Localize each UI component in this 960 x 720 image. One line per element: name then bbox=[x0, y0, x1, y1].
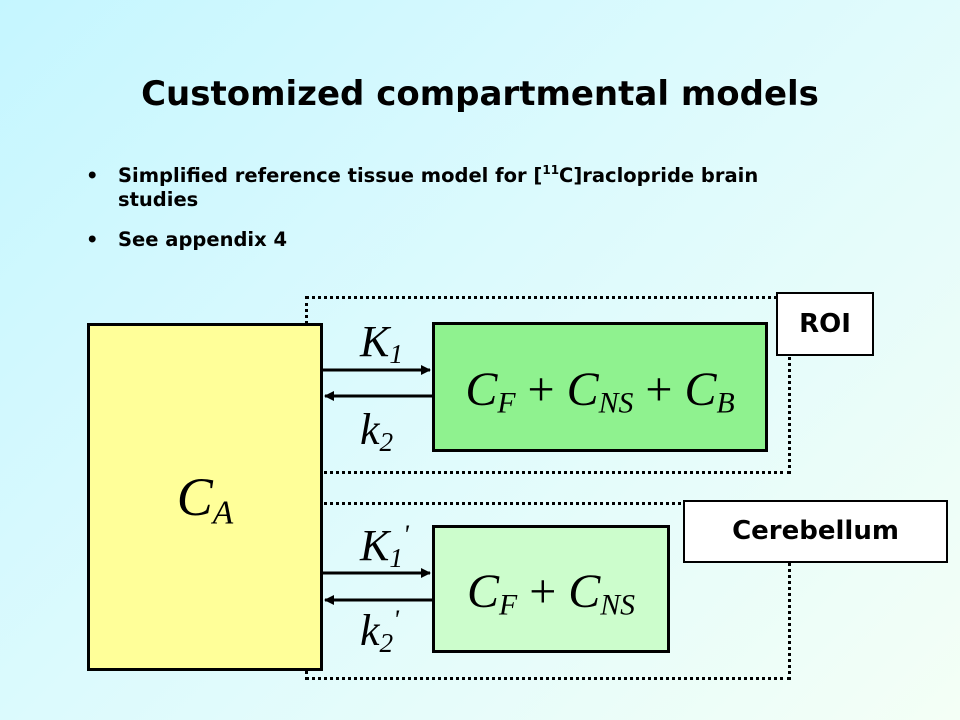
bullet-text-part1: Simplified reference tissue model for [ bbox=[118, 164, 543, 187]
bullet-text: See appendix 4 bbox=[118, 228, 288, 251]
bullet-list: • Simplified reference tissue model for … bbox=[86, 164, 786, 268]
roi-equation-term-subscript: F bbox=[497, 386, 516, 420]
cerebellum-equation-term: C bbox=[466, 565, 499, 618]
rate-k1-roi: K1 bbox=[360, 317, 403, 369]
roi-equation-term: C bbox=[566, 363, 599, 416]
cerebellum-equation: CF + CNS bbox=[432, 564, 670, 622]
roi-label: ROI bbox=[776, 292, 874, 356]
cerebellum-compartment bbox=[432, 525, 670, 653]
bullet-dot: • bbox=[86, 228, 99, 251]
cerebellum-equation-operator: + bbox=[517, 565, 569, 618]
slide-title: Customized compartmental models bbox=[141, 74, 819, 114]
cerebellum-equation-term-subscript: NS bbox=[600, 588, 635, 622]
roi-equation-term-subscript: NS bbox=[598, 386, 634, 420]
bullet-superscript: 11 bbox=[542, 163, 560, 177]
cerebellum-label: Cerebellum bbox=[683, 500, 948, 563]
roi-equation-term: C bbox=[465, 363, 498, 416]
roi-compartment bbox=[432, 322, 768, 452]
bullet-dot: • bbox=[86, 164, 99, 187]
bullet-text-part2: C]raclopride brain studies bbox=[118, 164, 759, 211]
plasma-symbol: CA bbox=[176, 467, 234, 532]
bullet-item-2: • See appendix 4 bbox=[86, 228, 786, 252]
rate-k2-prime-cerebellum: k2' bbox=[360, 604, 400, 658]
bullet-item-1: • Simplified reference tissue model for … bbox=[86, 164, 786, 212]
rate-k1-prime-cerebellum: K1' bbox=[360, 519, 409, 573]
roi-equation-operator: + bbox=[633, 363, 685, 416]
rate-k2-roi: k2 bbox=[360, 405, 394, 457]
roi-equation-term: C bbox=[684, 363, 717, 416]
cerebellum-equation-term: C bbox=[568, 565, 601, 618]
plasma-compartment bbox=[87, 323, 323, 671]
cerebellum-equation-term-subscript: F bbox=[499, 588, 518, 622]
roi-equation: CF + CNS + CB bbox=[432, 362, 768, 420]
roi-equation-term-subscript: B bbox=[716, 386, 735, 420]
roi-equation-operator: + bbox=[515, 363, 567, 416]
